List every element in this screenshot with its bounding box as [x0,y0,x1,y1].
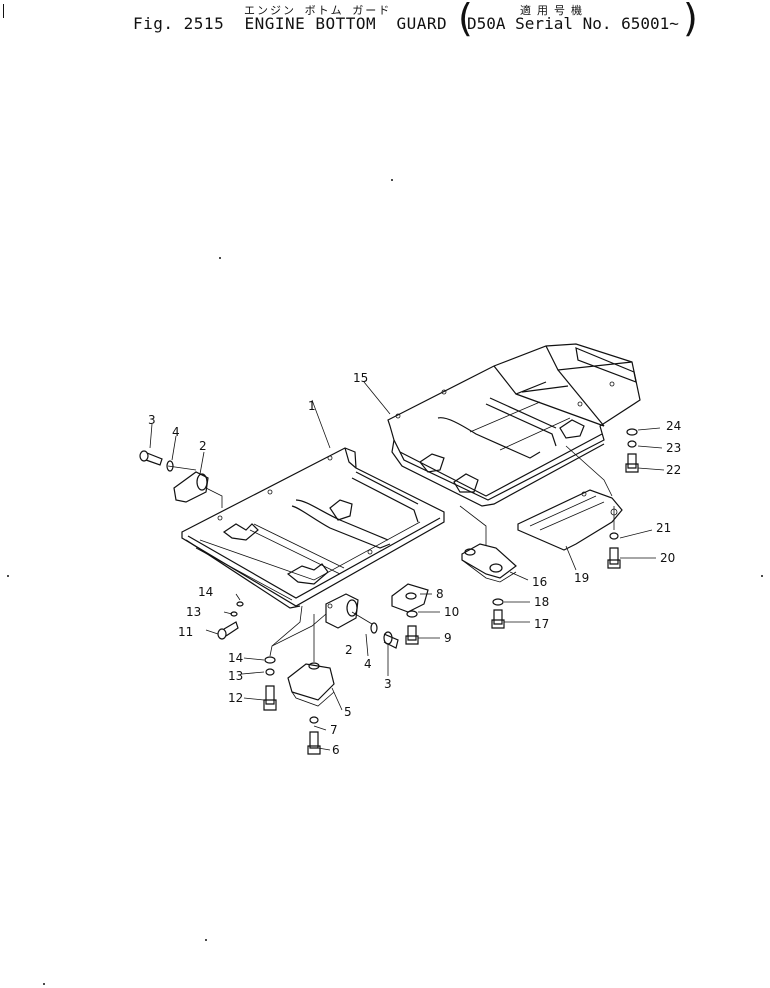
washers-13-14a [230,601,244,617]
cap-2a [173,471,209,503]
margin-tick [3,4,4,18]
callout-22: 22 [666,463,681,477]
callout-8: 8 [436,587,444,601]
callout-labels: 3 4 2 1 15 24 23 22 21 20 19 16 18 17 8 … [148,371,681,757]
washer-4a [166,460,174,472]
callout-13a: 13 [186,605,201,619]
callout-14a: 14 [198,585,213,599]
callout-4: 4 [172,425,180,439]
washer-4b [370,622,378,634]
callout-3b: 3 [384,677,392,691]
callout-13b: 13 [228,669,243,683]
serial-japanese-label: 適用号機 [520,4,588,17]
stack-20-21 [607,532,621,569]
bolt-3b [383,631,399,649]
bolt-3a [139,450,163,466]
title-katakana: エンジン ボトム ガード [244,4,392,17]
callout-11: 11 [178,625,193,639]
callout-20: 20 [660,551,675,565]
callout-2b: 2 [345,643,353,657]
callout-3: 3 [148,413,156,427]
stack-17-18 [491,598,505,629]
bolt-11 [217,621,239,640]
callout-16: 16 [532,575,547,589]
callout-9: 9 [444,631,452,645]
callout-2: 2 [199,439,207,453]
callout-14b: 14 [228,651,243,665]
callout-21: 21 [656,521,671,535]
callout-6: 6 [332,743,340,757]
stack-12-13-14b [263,656,277,711]
callout-24: 24 [666,419,681,433]
rear-plate [517,489,623,551]
bracket-block [461,543,517,583]
callout-4b: 4 [364,657,372,671]
stack-6-7 [307,716,321,755]
print-specks [7,179,763,985]
callout-5: 5 [344,705,352,719]
paren-close: ) [683,0,698,40]
front-guard-plate [181,447,445,609]
callout-12: 12 [228,691,243,705]
callout-7: 7 [330,723,338,737]
callout-19: 19 [574,571,589,585]
callout-17: 17 [534,617,549,631]
callout-15: 15 [353,371,368,385]
stack-22-24 [625,428,639,473]
callout-10: 10 [444,605,459,619]
cap-2b [325,593,359,629]
paren-open: ( [458,0,473,40]
callout-23: 23 [666,441,681,455]
callout-1: 1 [308,399,316,413]
pad-8 [391,583,429,613]
leader-lines [149,381,665,751]
stack-9-10 [405,610,419,645]
plate-5 [287,662,335,707]
callout-18: 18 [534,595,549,609]
figure-label: Fig. 2515 ENGINE BOTTOM GUARD [133,14,448,33]
serial-number: D50A Serial No. 65001~ [467,14,679,33]
rear-guard-tray [387,343,641,507]
